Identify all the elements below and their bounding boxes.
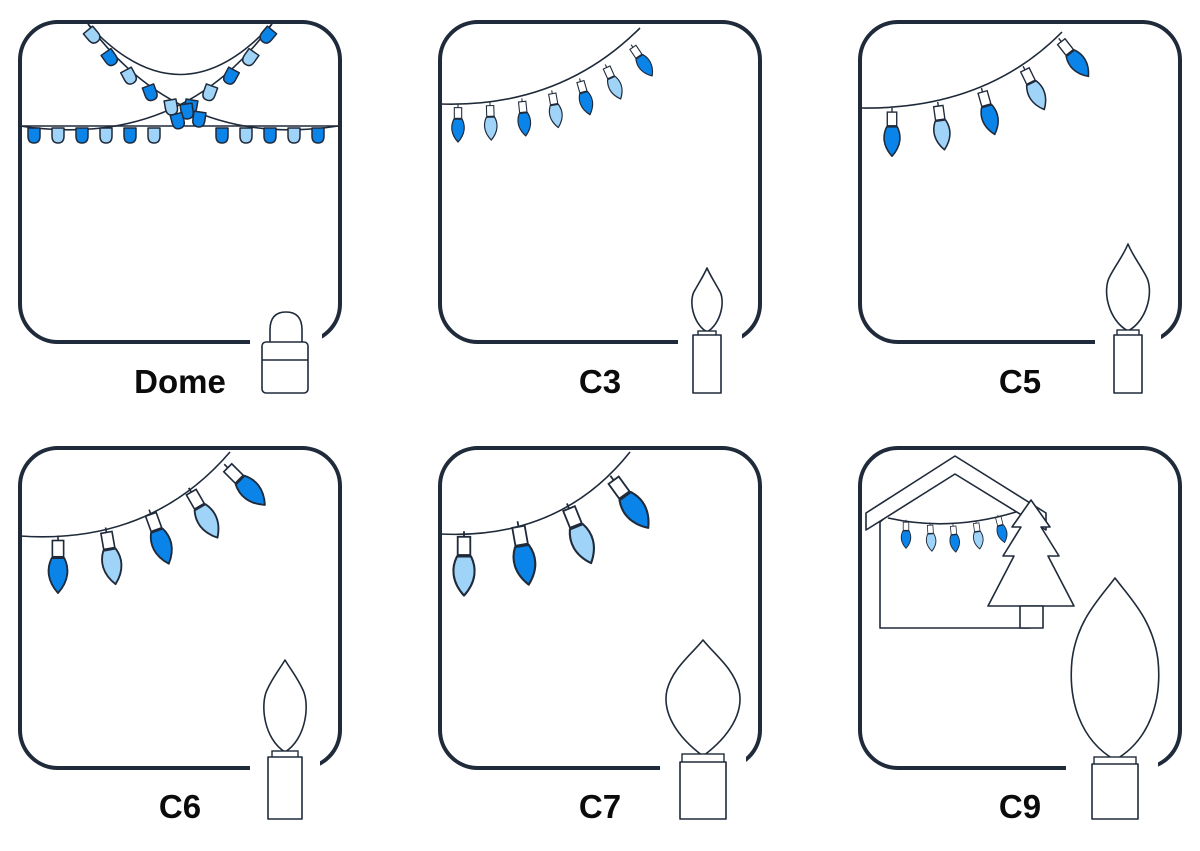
light-bulb [972,520,984,550]
light-bulb [123,127,137,144]
panel-label-c6: C6 [159,788,201,825]
panel-c9: C9 [858,446,1182,827]
light-bulb [607,475,650,529]
light-bulb [977,87,999,136]
panel-label-c9: C9 [999,788,1041,825]
light-bulb [517,98,532,137]
light-bulb [99,127,113,144]
light-bulb [119,66,138,85]
light-bulb [75,127,89,144]
light-bulb [99,527,123,586]
light-bulb [192,110,207,128]
light-bulb [215,127,229,144]
panel-frame [18,446,342,770]
light-bulb [222,66,241,85]
panel-label-c7: C7 [579,788,621,825]
c3-bulb-icon [691,267,723,394]
light-bulb [900,519,912,549]
c3-light-string [440,27,654,143]
c7-light-string [440,451,650,597]
light-bulb [925,522,937,552]
panel-dome: Dome [18,20,342,400]
light-bulb [452,531,476,597]
light-bulb [169,111,186,130]
light-bulb [511,521,537,586]
light-bulb [1019,65,1047,111]
panel-c7: C7 [438,446,762,827]
light-bulb [144,509,173,565]
light-bulb [629,44,654,77]
light-bulb [239,127,253,144]
light-bulb [202,83,219,102]
panel-c5: C5 [858,20,1182,400]
light-bulb [222,462,266,506]
light-bulb [562,503,595,565]
light-bulb [883,107,901,157]
pine-tree-icon [987,499,1075,629]
light-bulb [995,514,1008,543]
light-bulb [576,78,594,116]
light-bulb [263,127,277,144]
dome-light-strings [20,23,339,144]
dome-bulb-icon [261,311,309,394]
light-bulb [949,523,960,553]
light-bulb [100,47,119,67]
panel-c6: C6 [18,446,342,827]
light-bulb [451,104,465,143]
light-bulb [287,127,301,144]
light-bulb [311,127,325,144]
panel-label-c3: C3 [579,363,621,400]
light-bulb [82,25,101,44]
light-bulb [548,90,563,129]
c7-bulb-icon [665,639,741,820]
light-bulb [602,64,623,100]
panel-label-c5: C5 [999,363,1041,400]
light-bulb [147,127,161,144]
light-bulb [483,102,498,141]
house-icon [865,455,1047,629]
c6-bulb-icon [263,659,307,820]
c9-scene [865,455,1075,629]
panel-label-dome: Dome [134,363,226,400]
c9-bulb-icon [1070,577,1160,820]
light-bulb [241,47,260,67]
light-bulb [932,101,951,151]
light-bulb [185,487,220,539]
light-bulb [27,127,41,144]
light-bulb [47,535,69,594]
light-bulb [51,127,65,144]
panel-c3: C3 [438,20,762,400]
panel-frame [18,20,342,344]
c6-light-string [20,451,266,594]
c5-bulb-icon [1105,243,1151,394]
light-bulb [1056,37,1090,78]
light-bulb [259,25,278,44]
light-bulb [141,83,158,102]
panel-frame [858,20,1182,344]
c5-light-string [860,31,1090,157]
